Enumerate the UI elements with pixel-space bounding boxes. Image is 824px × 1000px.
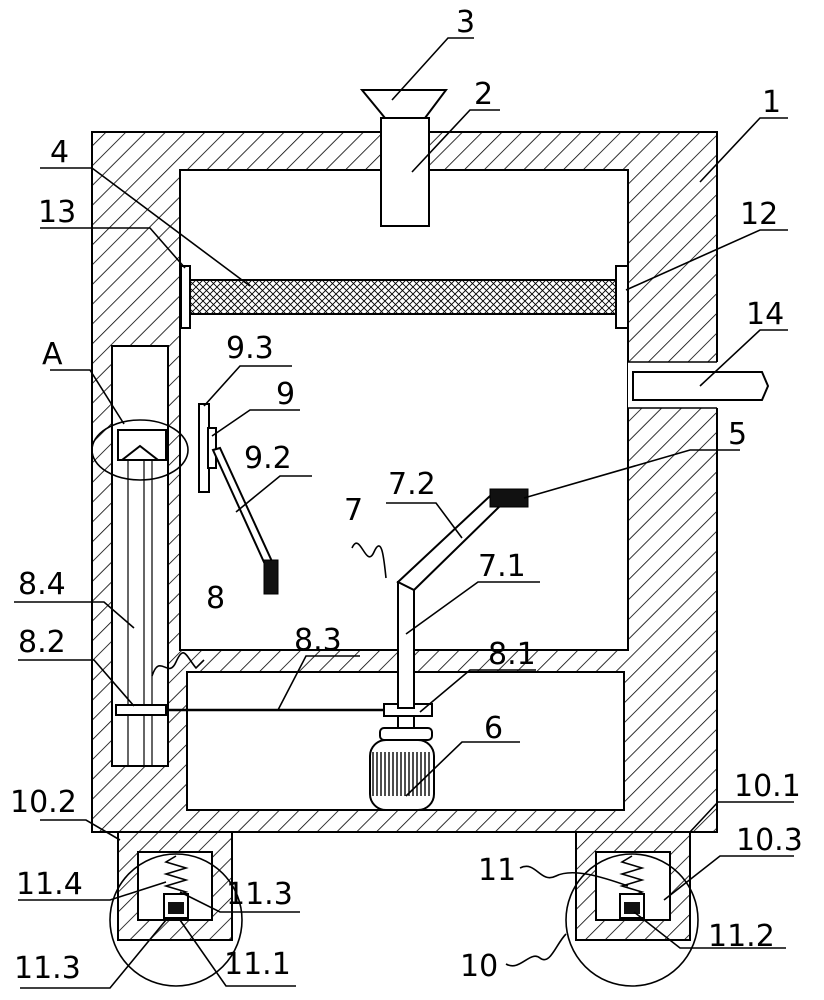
label-8-4: 8.4 [18,567,66,602]
detail-circle-A [91,419,189,481]
motor-flange [379,727,433,741]
label-14: 14 [746,297,784,332]
weight-5 [489,488,529,508]
wheel-right [565,853,699,987]
spring-left [163,855,189,897]
label-6: 6 [484,711,503,746]
damper-right-core [624,902,640,914]
label-1: 1 [762,85,781,120]
label-2: 2 [474,77,493,112]
label-9: 9 [276,377,295,412]
label-11-4: 11.4 [16,867,83,902]
label-13: 13 [38,195,76,230]
label-10-1: 10.1 [734,769,801,804]
label-7: 7 [344,493,363,528]
feed-pipe [380,117,430,227]
label-8: 8 [206,581,225,616]
label-11-1: 11.1 [224,947,291,982]
label-7-1: 7.1 [478,549,526,584]
scraper-hub-9 [207,427,217,469]
label-3: 3 [456,5,475,40]
label-11-2: 11.2 [708,919,775,954]
lift-wedge [119,444,161,461]
hopper [359,89,448,119]
label-8-2: 8.2 [18,625,66,660]
label-11: 11 [478,853,516,888]
label-10-3: 10.3 [736,823,803,858]
wheel-left [109,853,243,987]
spring-right [619,855,645,897]
bearing-seat-left [180,265,191,329]
label-8-1: 8.1 [488,637,536,672]
motor-fins [372,752,432,796]
damper-left-core [168,902,184,914]
label-10-2: 10.2 [10,785,77,820]
leader-lines [14,37,794,989]
label-7-2: 7.2 [388,467,436,502]
scraper-weight [263,559,279,595]
bearing-seat-right [615,265,629,329]
label-A: A [42,337,63,372]
label-12: 12 [740,197,778,232]
label-8-3: 8.3 [294,623,342,658]
shaft-7-1 [397,581,415,709]
label-11-3-bottom: 11.3 [14,951,81,986]
label-10: 10 [460,949,498,984]
pulley-8-2 [115,704,167,716]
screen-mesh [189,279,617,315]
label-4: 4 [50,135,69,170]
label-5: 5 [728,417,747,452]
label-9-2: 9.2 [244,441,292,476]
label-11-3-top: 11.3 [226,877,293,912]
label-9-3: 9.3 [226,331,274,366]
